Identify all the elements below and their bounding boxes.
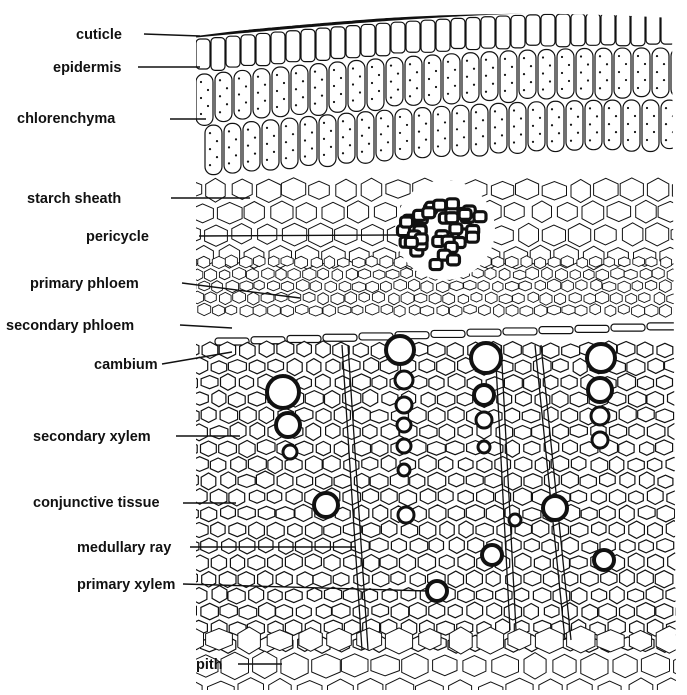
leader-line (144, 34, 200, 36)
label-starch-sheath: starch sheath (27, 191, 121, 207)
pith-layer (177, 626, 687, 690)
label-pith: pith (196, 657, 223, 673)
pericycle-bundle (395, 180, 495, 280)
label-epidermis: epidermis (53, 60, 122, 76)
leader-line (180, 325, 232, 328)
label-secondary-xylem: secondary xylem (33, 429, 151, 445)
chlorenchyma-layer (196, 48, 687, 175)
label-conjunctive-tissue: conjunctive tissue (33, 495, 160, 511)
label-medullary-ray: medullary ray (77, 540, 171, 556)
label-cambium: cambium (94, 357, 158, 373)
label-cuticle: cuticle (76, 27, 122, 43)
label-secondary-phloem: secondary phloem (6, 318, 134, 334)
label-primary-xylem: primary xylem (77, 577, 175, 593)
label-pericycle: pericycle (86, 229, 149, 245)
label-primary-phloem: primary phloem (30, 276, 139, 292)
leader-line (199, 235, 398, 236)
label-chlorenchyma: chlorenchyma (17, 111, 115, 127)
